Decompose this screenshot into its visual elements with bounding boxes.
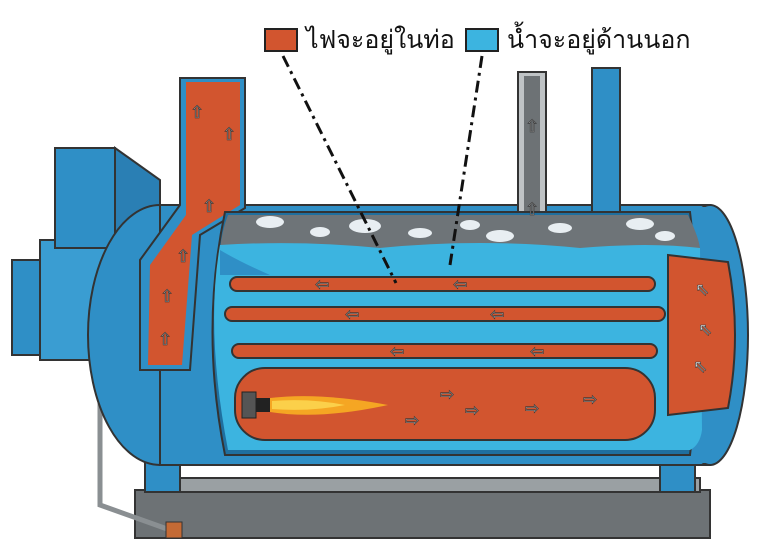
svg-text:⇖: ⇖ <box>695 280 709 300</box>
left-flue-gas-path <box>148 82 240 365</box>
svg-text:⇖: ⇖ <box>693 357 707 377</box>
svg-text:⇧: ⇧ <box>525 117 539 137</box>
svg-text:⇦: ⇦ <box>490 305 504 325</box>
fire-tube-3 <box>231 343 658 359</box>
legend-water-label: น้ำจะอยู่ด้านนอก <box>507 25 691 54</box>
svg-text:⇦: ⇦ <box>390 342 404 362</box>
svg-text:⇧: ⇧ <box>158 330 172 350</box>
svg-text:⇖: ⇖ <box>698 320 712 340</box>
legend-fire-label: ไฟจะอยู่ในท่อ <box>306 25 455 54</box>
svg-text:⇧: ⇧ <box>222 125 236 145</box>
fire-swatch <box>264 28 298 52</box>
svg-text:⇨: ⇨ <box>465 401 479 421</box>
fire-tubes <box>224 276 666 359</box>
legend-water: น้ำจะอยู่ด้านนอก <box>465 22 690 58</box>
furnace-tube <box>234 367 656 441</box>
fire-leader-line <box>281 55 398 284</box>
svg-text:⇧: ⇧ <box>525 200 539 220</box>
svg-text:⇨: ⇨ <box>525 399 539 419</box>
fire-tube-2 <box>224 306 666 322</box>
svg-text:⇦: ⇦ <box>315 275 329 295</box>
valve <box>165 521 183 539</box>
base-platform <box>134 477 711 539</box>
rear-return-chamber <box>667 253 736 417</box>
svg-text:⇨: ⇨ <box>440 385 454 405</box>
water-leader-line <box>448 55 484 266</box>
burner-nozzle <box>241 391 257 419</box>
svg-text:⇧: ⇧ <box>202 197 216 217</box>
svg-text:⇧: ⇧ <box>176 247 190 267</box>
legend-fire: ไฟจะอยู่ในท่อ <box>264 22 455 58</box>
drain-pipe <box>97 400 171 533</box>
svg-text:⇦: ⇦ <box>345 305 359 325</box>
svg-text:⇨: ⇨ <box>405 411 419 431</box>
svg-text:⇧: ⇧ <box>190 103 204 123</box>
fire-tube-1 <box>229 276 656 292</box>
flow-arrows: ⇧⇧ ⇧⇧ ⇧⇧ ⇧⇧ ⇦⇦ ⇦⇦ ⇦⇦ ⇨⇨ ⇨⇨ ⇨ ⇖⇖⇖ <box>158 103 713 432</box>
svg-text:⇦: ⇦ <box>453 275 467 295</box>
water-swatch <box>465 28 499 52</box>
svg-text:⇧: ⇧ <box>160 287 174 307</box>
steam-clouds <box>256 216 675 242</box>
svg-text:⇦: ⇦ <box>530 342 544 362</box>
svg-text:⇨: ⇨ <box>583 390 597 410</box>
